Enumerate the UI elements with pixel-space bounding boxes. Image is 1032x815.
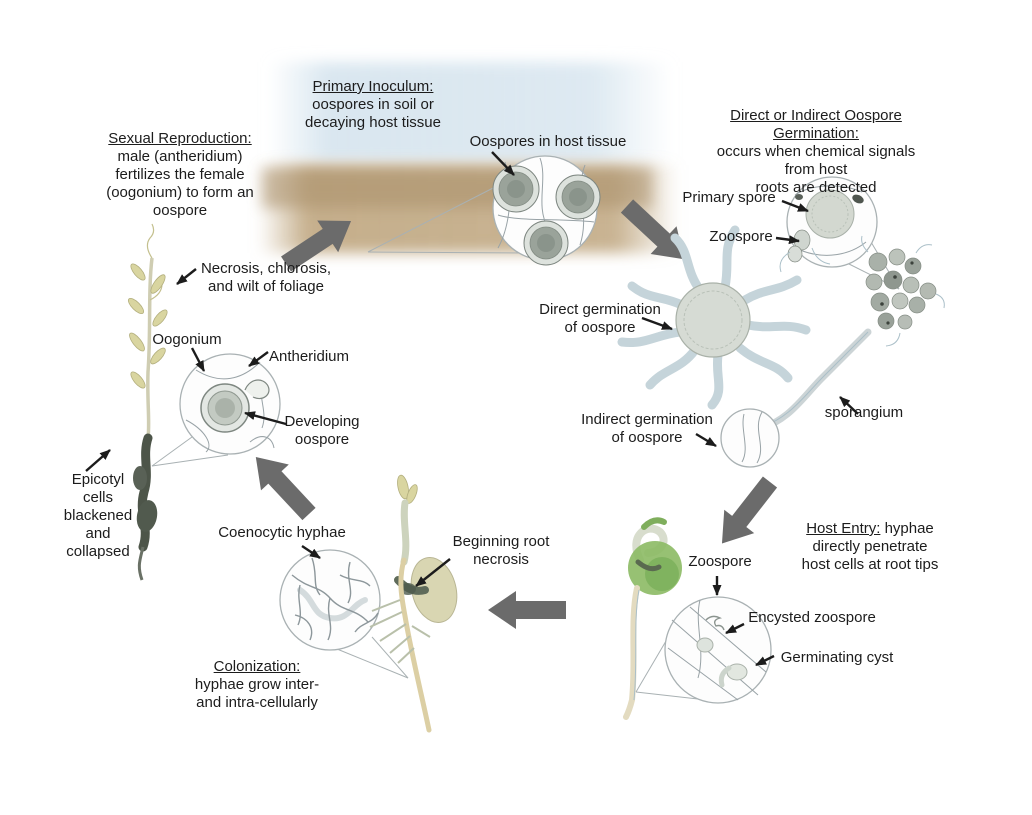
beginning-root-necrosis-label: Beginning root necrosis [452, 533, 550, 568]
sexual-reproduction-label: Sexual Reproduction: male (antheridium) … [106, 130, 254, 220]
host-entry-label: Host Entry: hyphae directly penetrate ho… [802, 520, 939, 574]
necrosis-chlorosis-label: Necrosis, chlorosis, and wilt of foliage [200, 260, 332, 295]
sexual-reproduction-title: Sexual Reproduction: [108, 130, 252, 147]
callout-arrows [85, 151, 859, 667]
zoospore-cluster [861, 235, 945, 347]
wilted-plant-illustration [127, 223, 168, 581]
cycle-arrow-host-entry-to-colonization [488, 591, 566, 629]
host-entry-title: Host Entry: [806, 520, 881, 537]
primary-inoculum-label: Primary Inoculum: oospores in soil or de… [305, 78, 441, 132]
direct-germination-label: Direct germination of oospore [539, 301, 661, 336]
indirect-germination-label: Indirect germination of oospore [581, 411, 713, 446]
colonization-body: hyphae grow inter- and intra-cellularly [194, 676, 320, 711]
germinating-cyst-label: Germinating cyst [780, 649, 894, 666]
germinating-seed-illustration [623, 517, 682, 720]
epicotyl-collapsed-label: Epicotyl cells blackened and collapsed [63, 471, 133, 560]
oogonium-label: Oogonium [152, 331, 222, 348]
primary-inoculum-title: Primary Inoculum: [312, 78, 434, 95]
cycle-arrow-inoculum-to-germination [620, 199, 685, 260]
sporangium-zoospores-illustration [753, 235, 945, 434]
indirect-germination-illustration [720, 408, 780, 468]
primary-inoculum-body: oospores in soil or decaying host tissue [305, 96, 441, 131]
direct-germination-illustration [617, 225, 811, 410]
soil-horizon-illustration [258, 62, 678, 253]
oospore-germination-title: Direct or Indirect Oospore Germination: [730, 107, 902, 142]
coenocytic-hyphae-label: Coenocytic hyphae [218, 524, 346, 541]
oospore-germination-body: occurs when chemical signals from host r… [716, 143, 916, 196]
sporangium-label: sporangium [824, 404, 904, 421]
host-entry-body: hyphae directly penetrate host cells at … [801, 520, 939, 573]
developing-oospore-label: Developing oospore [284, 413, 360, 448]
encysted-zoospore-label: Encysted zoospore [748, 609, 876, 626]
antheridium-label: Antheridium [268, 348, 350, 365]
zoospore-bottom-label: Zoospore [688, 553, 752, 570]
oospores-in-host-tissue-label: Oospores in host tissue [469, 133, 627, 150]
colonization-title: Colonization: [213, 658, 301, 675]
primary-spore-label: Primary spore [682, 189, 776, 206]
cycle-arrow-sexual-to-inoculum [281, 220, 352, 272]
colonization-label: Colonization: hyphae grow inter- and int… [195, 658, 319, 712]
oogonium-lens-illustration [151, 353, 281, 467]
zoospore-top-label: Zoospore [709, 228, 773, 245]
oospore-germination-label: Direct or Indirect Oospore Germination: … [708, 107, 924, 197]
necrotic-seedling-illustration [369, 474, 458, 733]
host-entry-lens-illustration [635, 596, 772, 704]
oospores-micrograph-illustration [367, 155, 601, 266]
cycle-arrow-colonization-to-sexual [255, 456, 316, 521]
coenocytic-hyphae-lens-illustration [279, 549, 409, 679]
sexual-reproduction-body: male (antheridium) fertilizes the female… [106, 148, 254, 219]
cycle-arrow-germination-to-host-entry [721, 476, 778, 544]
